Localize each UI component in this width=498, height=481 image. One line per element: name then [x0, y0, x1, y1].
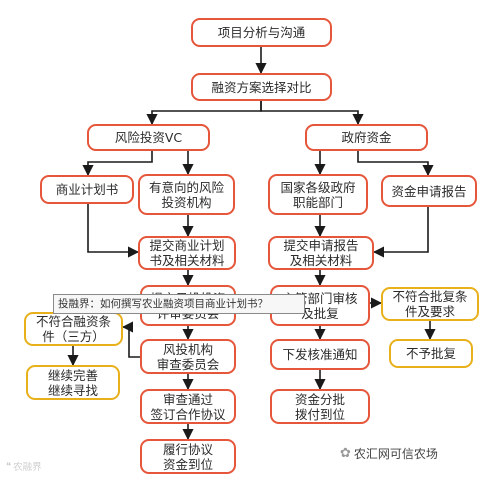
node-not-qualified: 不符合批复条 件及要求: [381, 287, 479, 321]
node-gov-funds-label: 政府资金: [341, 130, 392, 145]
node-fund-apply-report-label: 资金申请报告: [391, 183, 467, 199]
node-issue-notice-label: 下发核准通知: [282, 347, 358, 362]
wechat-icon: ✿: [340, 445, 351, 461]
node-no-approval-label: 不予批复: [405, 346, 456, 361]
hover-tooltip: 投融界：如何撰写农业融资项目商业计划书？: [53, 294, 305, 314]
node-intent-vc-org: 有意向的风险 投资机构: [138, 174, 235, 215]
node-business-plan-label: 商业计划书: [55, 182, 119, 197]
node-submit-apply: 提交申请报告 及相关材料: [268, 236, 374, 270]
node-approved-contract: 审查通过 签订合作协议: [140, 389, 236, 424]
arrow-report-submitapply: [372, 207, 429, 258]
node-gov-funds: 政府资金: [305, 124, 428, 151]
quote-mark-icon: ❝: [6, 460, 12, 472]
node-issue-notice: 下发核准通知: [270, 339, 370, 370]
node-fund-apply-report: 资金申请报告: [381, 175, 477, 207]
node-plan-compare-label: 融资方案选择对比: [211, 79, 312, 95]
watermark: ❝ 农融界: [6, 459, 42, 474]
node-no-approval: 不予批复: [389, 339, 473, 368]
node-vc-committee: 风投机构 审查委员会: [140, 339, 236, 374]
node-submit-apply-label: 提交申请报告 及相关材料: [283, 238, 359, 268]
node-approved-contract-label: 审查通过 签订合作协议: [150, 391, 226, 422]
node-business-plan: 商业计划书: [40, 175, 134, 204]
arrow-compare-vc: [146, 101, 262, 126]
arrow-compare-gov: [260, 101, 364, 126]
node-submit-bp: 提交商业计划 书及相关材料: [138, 236, 236, 270]
node-project-analysis-label: 项目分析与沟通: [217, 25, 306, 40]
node-not-qualified-label: 不符合批复条 件及要求: [392, 289, 468, 319]
node-project-analysis: 项目分析与沟通: [191, 18, 332, 47]
node-vc-committee-label: 风投机构 审查委员会: [156, 341, 220, 372]
arrow-committee-reject: [121, 321, 140, 358]
node-funds-disbursed-label: 资金分批 拨付到位: [294, 391, 345, 422]
arrow-gov-report: [357, 151, 434, 177]
node-funds-disbursed: 资金分批 拨付到位: [270, 389, 370, 424]
watermark-text: 农融界: [13, 462, 42, 473]
arrow-vc-bp: [82, 151, 153, 177]
node-gov-ministry-label: 国家各级政府 职能部门: [280, 179, 356, 210]
node-plan-compare: 融资方案选择对比: [191, 73, 332, 101]
node-vc: 风险投资VC: [87, 124, 210, 151]
node-submit-bp-label: 提交商业计划 书及相关材料: [149, 238, 225, 268]
node-intent-vc-org-label: 有意向的风险 投资机构: [148, 179, 224, 210]
node-keep-improving: 继续完善 继续寻找: [26, 365, 120, 400]
node-keep-improving-label: 继续完善 继续寻找: [47, 367, 98, 398]
node-execute-agreement: 履行协议 资金到位: [140, 439, 236, 474]
brand-name: 农汇网可信农场: [353, 446, 438, 461]
node-vc-label: 风险投资VC: [114, 130, 183, 145]
node-reject-financing-terms-label: 不符合融资条 件（三方）: [35, 314, 111, 344]
node-gov-ministry: 国家各级政府 职能部门: [268, 174, 368, 215]
node-reject-financing-terms: 不符合融资条 件（三方）: [24, 312, 123, 346]
brand-label[interactable]: ✿ 农汇网可信农场: [340, 443, 438, 463]
node-execute-agreement-label: 履行协议 资金到位: [162, 441, 213, 472]
arrow-bp-submit: [87, 204, 140, 258]
